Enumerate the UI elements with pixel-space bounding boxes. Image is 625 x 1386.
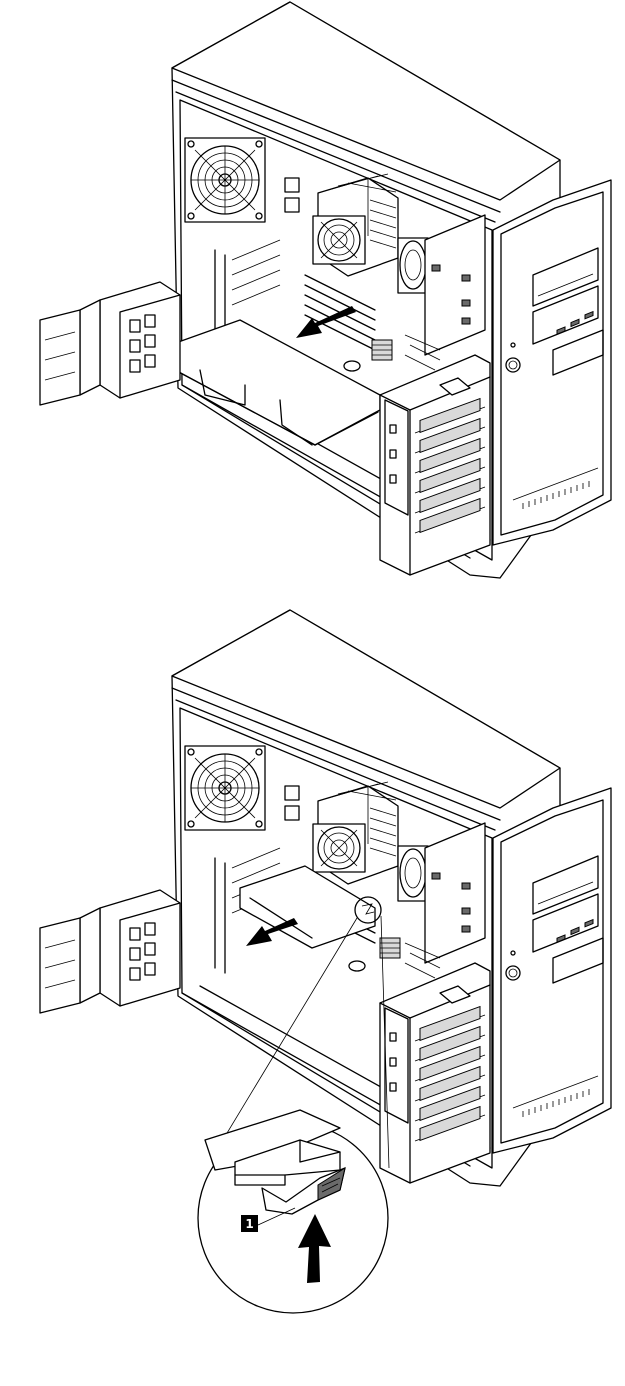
system-fan-icon [398,846,428,901]
hdd-bay-icon [380,355,490,575]
system-fan-icon [398,238,428,293]
front-bezel [493,788,611,1153]
fan-icon [185,746,265,830]
card-retainer-icon [40,890,180,1013]
step-2-illustration [40,610,611,1186]
latch-detail [198,1110,388,1313]
callout-number: 1 [245,1217,253,1231]
step-1-illustration [40,2,611,578]
callout-label-1: 1 [241,1215,258,1232]
fan-icon [185,138,265,222]
front-bezel [493,180,611,545]
hdd-bay-icon [380,963,490,1183]
card-retainer-icon [40,282,180,405]
